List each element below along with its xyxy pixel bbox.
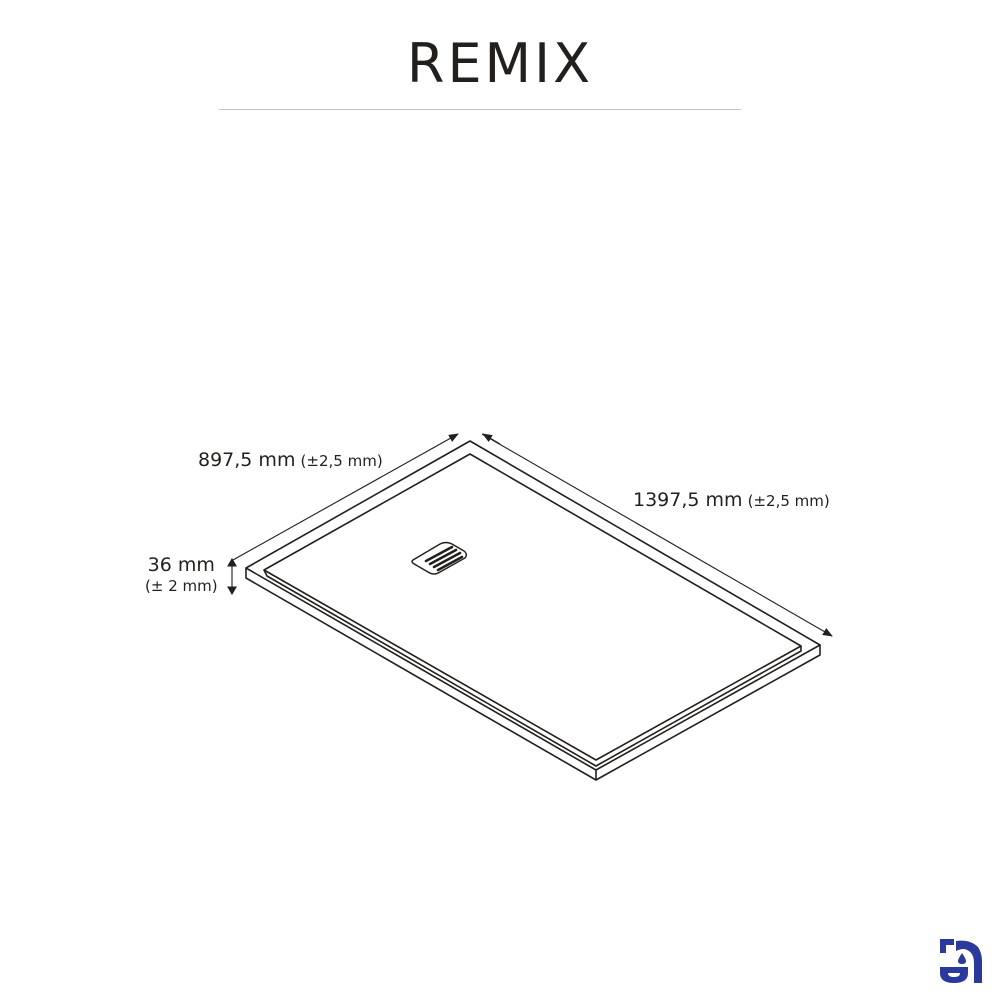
width-tolerance: (±2,5 mm): [300, 452, 383, 470]
height-dimension-label: 36 mm (± 2 mm): [145, 555, 218, 597]
tray-bottom-edge: [245, 568, 821, 781]
length-dimension-start-arrow: [482, 433, 501, 445]
height-tolerance: (± 2 mm): [145, 577, 218, 595]
length-tolerance: (±2,5 mm): [747, 492, 830, 510]
length-dimension-line: [481, 433, 833, 637]
length-value: 1397,5 mm: [633, 489, 743, 511]
brand-logo-icon: [940, 939, 982, 983]
page-title: REMIX: [406, 32, 594, 95]
width-dimension-label: 897,5 mm (±2,5 mm): [198, 449, 383, 471]
height-value: 36 mm: [147, 554, 215, 576]
width-value: 897,5 mm: [198, 449, 296, 471]
tray-inner-rim-step: [263, 569, 802, 767]
length-dimension-label: 1397,5 mm (±2,5 mm): [633, 489, 830, 511]
title-divider: [219, 109, 741, 110]
width-dimension-line: [232, 433, 459, 561]
drain-grate-icon: [411, 541, 467, 575]
